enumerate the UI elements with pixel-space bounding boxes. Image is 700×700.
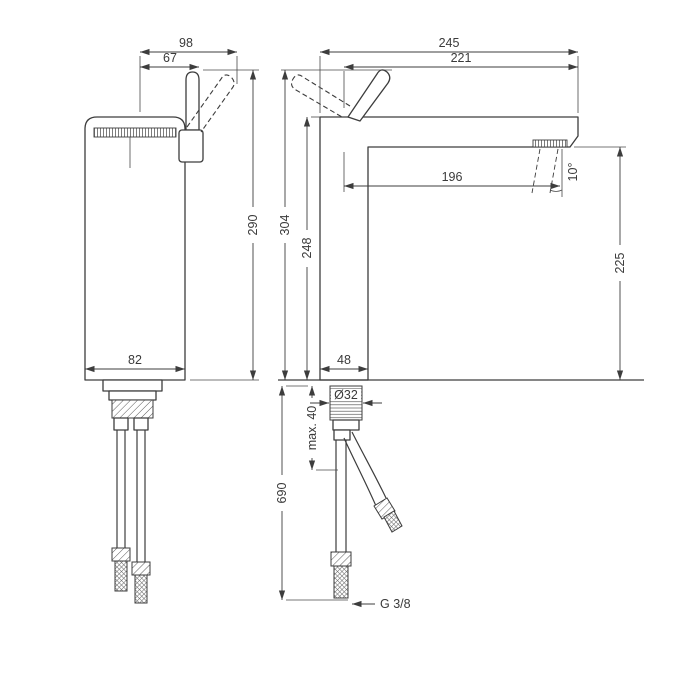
dim-221: 221 [343,51,578,108]
lever-side [347,69,391,122]
hose-adapter [332,419,360,431]
angle-arc [549,189,563,192]
dia-32: Ø32 [310,388,382,407]
dim-690: 690 [275,385,348,601]
hose-coupler-left [113,417,129,431]
dim-98-label: 98 [179,36,193,50]
thread-callout: G 3/8 [352,597,411,611]
dim-82: 82 [85,353,185,373]
dim-248-label: 248 [300,238,314,259]
handle-pivot-block [178,129,204,163]
dim-225: 225 [574,146,627,380]
dim-max-40: max. 40 [305,386,338,471]
seal-ring [108,390,157,401]
dim-82-label: 82 [128,353,142,367]
thread-label: G 3/8 [380,597,411,611]
hose-fitting [330,551,352,567]
hose-coupler-side [333,429,351,441]
waterfall-spout-slot [93,127,177,138]
dim-304-label: 304 [278,215,292,236]
supply-hose-front-left [111,430,131,592]
hose-fitting [131,561,151,576]
dim-245-label: 245 [439,36,460,50]
lever-alt-position [290,74,351,118]
hose-braided-end [383,510,403,533]
angle-10: 10° [566,163,580,182]
dim-225-label: 225 [613,253,627,274]
dia-32-label: Ø32 [334,388,358,402]
dim-304: 304 [278,69,392,380]
hose-fitting [111,547,131,562]
angle-10-label: 10° [566,163,580,182]
front-view [84,71,235,604]
dim-196-label: 196 [442,170,463,184]
supply-hose-front-right [131,430,151,604]
dim-48: 48 [320,353,368,373]
dim-290-label: 290 [246,215,260,236]
faucet-body-front [84,116,186,381]
supply-hose-angled [343,431,403,533]
mounting-nut-front [111,399,154,419]
hose-coupler-right [133,417,149,431]
dim-221-label: 221 [451,51,472,65]
dim-248: 248 [300,116,320,380]
hose-braided-end [114,560,128,592]
faucet-body-side [319,116,579,381]
dim-196: 196 [343,152,560,192]
base-flange [102,379,163,392]
dim-67: 67 [140,51,199,71]
aerator [532,139,568,148]
side-view [278,69,644,599]
handle-front [185,71,200,131]
dim-48-label: 48 [337,353,351,367]
dim-98: 98 [139,36,238,112]
dim-67-label: 67 [163,51,177,65]
dim-max-40-label: max. 40 [305,406,319,451]
hose-braided-end [333,565,349,599]
dim-290: 290 [190,69,260,381]
hose-braided-end [134,574,148,604]
supply-hose-straight [330,440,352,599]
dim-245: 245 [319,36,579,113]
dim-690-label: 690 [275,483,289,504]
